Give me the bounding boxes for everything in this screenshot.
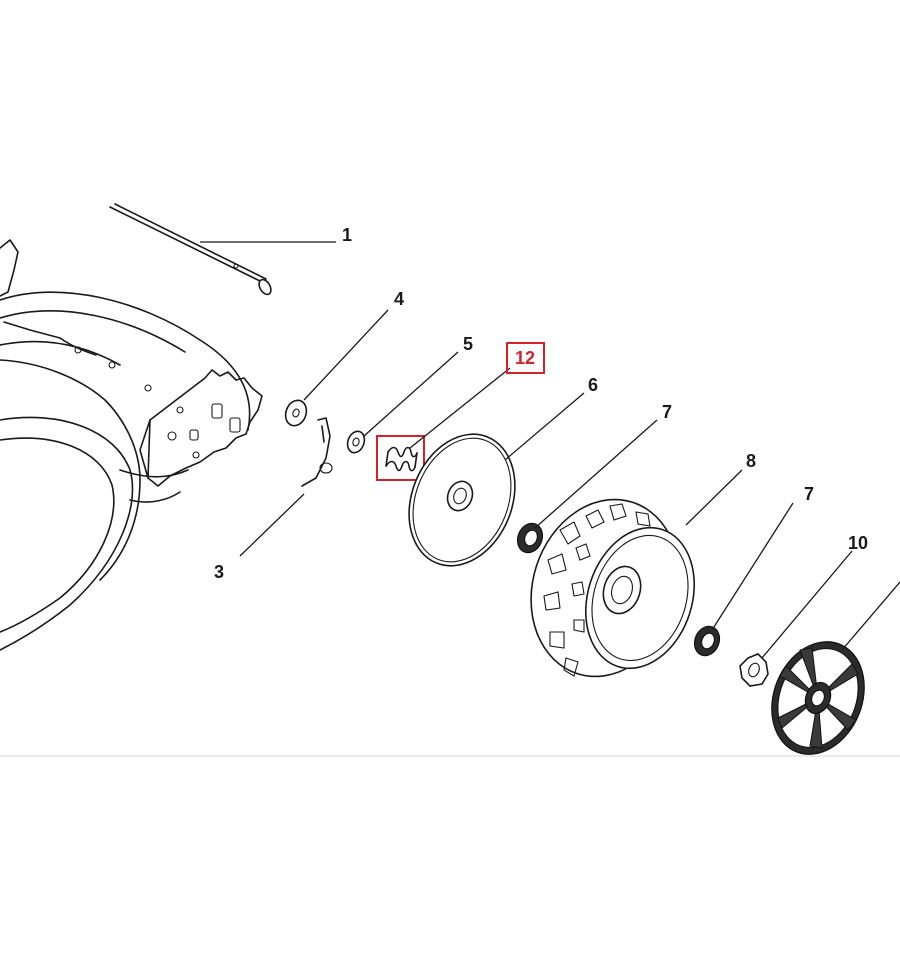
callout-12: 12 xyxy=(515,348,535,368)
callout-10: 10 xyxy=(848,533,868,553)
callout-4: 4 xyxy=(394,289,404,309)
hub-cap-part-11 xyxy=(771,641,865,755)
callout-12-box xyxy=(506,342,545,374)
callout-5: 5 xyxy=(463,334,473,354)
bearing-part-7-rear xyxy=(693,625,721,657)
callout-6: 6 xyxy=(588,375,598,395)
callout-8: 8 xyxy=(746,451,756,471)
mower-deck xyxy=(0,239,251,651)
leader-lines xyxy=(200,241,900,659)
height-adjust-bracket xyxy=(139,369,263,487)
bearing-part-7-front xyxy=(516,522,544,554)
axle-rod xyxy=(109,203,272,296)
callout-7-rear: 7 xyxy=(804,484,814,504)
callout-1: 1 xyxy=(342,225,352,245)
star-washer-part-10 xyxy=(739,653,769,687)
callout-3: 3 xyxy=(214,562,224,582)
highlight-box-part-12 xyxy=(376,435,425,481)
hub-disc-part-6 xyxy=(408,433,516,567)
washer-part-4 xyxy=(284,399,308,427)
wheel-part-8 xyxy=(530,498,696,678)
washer-part-5 xyxy=(346,430,366,454)
callout-7-front: 7 xyxy=(662,402,672,422)
spring-part-12 xyxy=(385,446,418,472)
callout-labels: 1 3 4 5 6 7 7 8 10 12 xyxy=(214,225,868,582)
spring-clip-part-3 xyxy=(301,417,333,487)
